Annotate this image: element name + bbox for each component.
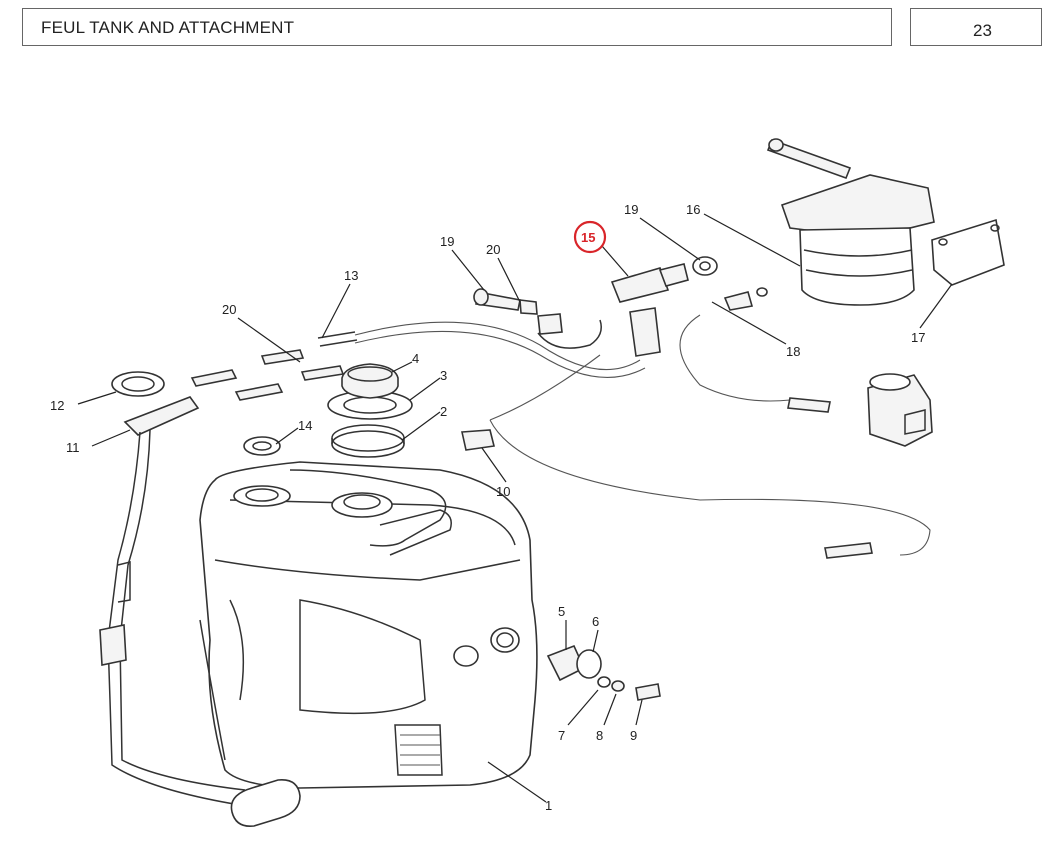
callout-11: 11 — [66, 440, 80, 455]
callout-12: 12 — [50, 398, 64, 413]
part-banjo-fitting — [610, 263, 689, 303]
fuel-lines — [354, 307, 931, 559]
part-fuel-filter — [766, 138, 935, 306]
part-sender-unit — [99, 396, 301, 828]
callout-19-top: 19 — [624, 202, 638, 217]
callout-14: 14 — [298, 418, 312, 433]
part-hose-clip — [461, 429, 495, 451]
callout-15: 15 — [581, 230, 595, 245]
callout-17: 17 — [911, 330, 925, 345]
callout-1: 1 — [545, 798, 552, 813]
page-number: 23 — [973, 21, 992, 40]
callout-19-left: 19 — [440, 234, 454, 249]
callout-8: 8 — [596, 728, 603, 743]
part-filler-cap — [341, 363, 399, 399]
callout-4: 4 — [412, 351, 419, 366]
part-filler-ring — [331, 424, 405, 458]
callout-20-left: 20 — [222, 302, 236, 317]
callout-9: 9 — [630, 728, 637, 743]
callout-labels: 1 2 3 4 5 6 7 8 9 10 11 12 13 14 15 16 1… — [50, 202, 925, 813]
part-hose-sleeves — [190, 349, 345, 401]
diagram-title: FEUL TANK AND ATTACHMENT — [41, 18, 295, 37]
callout-3: 3 — [440, 368, 447, 383]
part-fuel-pump — [867, 373, 933, 447]
part-drain-assembly — [546, 644, 661, 701]
part-tube — [317, 331, 358, 347]
part-fuel-tank — [199, 461, 538, 789]
callout-10: 10 — [496, 484, 510, 499]
callout-5: 5 — [558, 604, 565, 619]
part-washer — [692, 256, 718, 276]
part-hose-fitting — [723, 287, 768, 311]
callout-18: 18 — [786, 344, 800, 359]
part-seal-ring — [111, 371, 165, 397]
callout-7: 7 — [558, 728, 565, 743]
callout-16: 16 — [686, 202, 700, 217]
callout-6: 6 — [592, 614, 599, 629]
title-box: FEUL TANK AND ATTACHMENT — [22, 8, 892, 46]
callout-13: 13 — [344, 268, 358, 283]
part-bolt-nut — [473, 288, 602, 349]
part-grommet — [243, 436, 281, 456]
callout-20-top: 20 — [486, 242, 500, 257]
callout-15-highlight-ring — [573, 220, 607, 254]
callout-2: 2 — [440, 404, 447, 419]
leader-lines — [77, 213, 953, 803]
part-gasket-plate — [931, 218, 1005, 286]
